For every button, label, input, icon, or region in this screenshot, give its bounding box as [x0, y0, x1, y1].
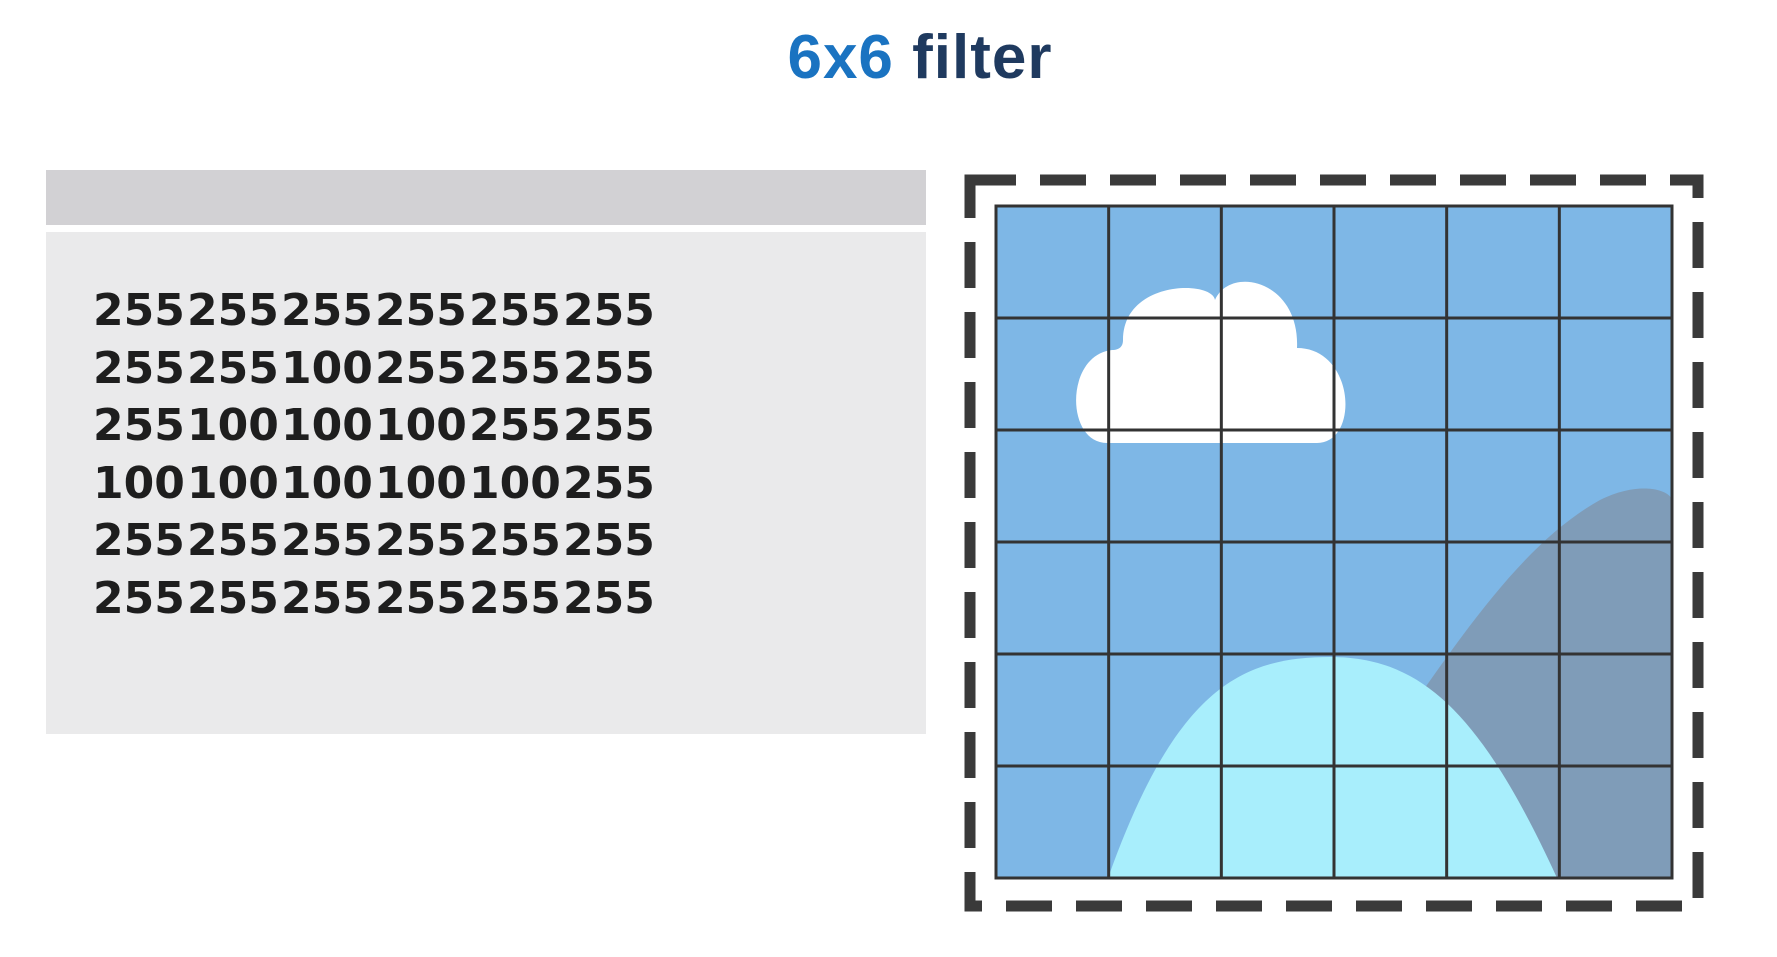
matrix-cell: 255: [563, 342, 655, 394]
matrix-cell: 255: [93, 515, 185, 566]
matrix-cell: 255: [375, 342, 467, 394]
matrix-cell: 100: [375, 400, 467, 451]
filter-grid: [994, 204, 1674, 880]
matrix-panel-header: [46, 170, 926, 225]
matrix-cell: 100: [93, 457, 185, 509]
matrix-cell: 255: [187, 285, 279, 336]
dashed-frame-border: [964, 174, 1704, 912]
matrix-cell: 255: [375, 572, 467, 624]
matrix-cell: 100: [375, 457, 467, 509]
matrix-cell: 255: [281, 285, 373, 336]
matrix-row: 255255100255255255: [93, 340, 657, 398]
matrix-row: 255255255255255255: [93, 282, 657, 340]
matrix-cell: 255: [469, 285, 561, 336]
matrix-cell: 100: [281, 457, 373, 509]
matrix-cell: 255: [563, 515, 655, 566]
matrix-cell: 255: [281, 572, 373, 624]
matrix-cell: 100: [187, 457, 279, 509]
matrix-row: 255255255255255255: [93, 570, 657, 628]
matrix-cell: 255: [93, 285, 185, 336]
matrix-cell: 100: [187, 400, 279, 451]
title-word: filter: [912, 23, 1053, 92]
matrix-cell: 100: [469, 457, 561, 509]
matrix-cell: 255: [469, 572, 561, 624]
matrix-cell: 255: [563, 572, 655, 624]
matrix-cell: 255: [563, 457, 655, 509]
matrix-row: 100100100100100255: [93, 455, 657, 513]
matrix-cell: 255: [187, 515, 279, 566]
matrix-cell: 100: [281, 342, 373, 394]
image-frame: [960, 170, 1710, 920]
cloud: [1076, 281, 1346, 443]
matrix-cell: 255: [563, 400, 655, 451]
matrix-cell: 255: [187, 342, 279, 394]
matrix-cell: 255: [563, 285, 655, 336]
matrix-row: 255255255255255255: [93, 512, 657, 570]
matrix-cell: 255: [469, 400, 561, 451]
matrix-cell: 255: [469, 515, 561, 566]
matrix-cell: 255: [93, 342, 185, 394]
matrix-cell: 255: [93, 572, 185, 624]
matrix-cell: 100: [281, 400, 373, 451]
page-title: 6x6 filter: [0, 22, 1777, 93]
matrix-cell: 255: [93, 400, 185, 451]
matrix-cell: 255: [375, 285, 467, 336]
matrix-panel: [46, 232, 926, 734]
matrix-cell: 255: [469, 342, 561, 394]
matrix-cell: 255: [187, 572, 279, 624]
matrix-cell: 255: [281, 515, 373, 566]
image-svg: [964, 174, 1704, 912]
matrix-cell: 255: [375, 515, 467, 566]
matrix-row: 255100100100255255: [93, 397, 657, 455]
title-size: 6x6: [787, 23, 894, 92]
